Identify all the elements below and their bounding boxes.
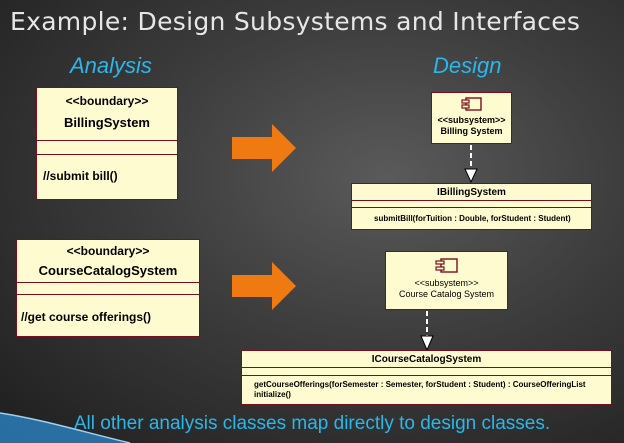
billing-boundary-class[interactable]: <<boundary>> BillingSystem //submit bill… <box>36 87 178 200</box>
icoursecatalogsystem-name: ICourseCatalogSystem <box>371 354 482 365</box>
billing-boundary-name: BillingSystem <box>64 115 150 130</box>
mapping-arrow-billing <box>232 124 296 172</box>
component-icon <box>434 258 458 273</box>
slide-title: Example: Design Subsystems and Interface… <box>10 7 581 36</box>
billing-boundary-operation: //submit bill() <box>43 169 118 183</box>
component-icon <box>460 97 482 111</box>
catalog-boundary-name: CourseCatalogSystem <box>38 263 178 278</box>
realization-arrow-catalog <box>420 311 434 352</box>
icoursecatalogsystem-interface[interactable]: ICourseCatalogSystem getCourseOfferings(… <box>241 350 612 405</box>
billing-subsystem-name: Billing System <box>440 126 503 136</box>
analysis-heading: Analysis <box>70 53 152 78</box>
billing-subsystem[interactable]: <<subsystem>> Billing System <box>431 92 512 144</box>
footer-note: All other analysis classes map directly … <box>73 413 551 434</box>
icoursecatalogsystem-operation-2: initialize() <box>254 390 291 399</box>
ibillingsystem-interface[interactable]: IBillingSystem submitBill(forTuition : D… <box>351 183 592 230</box>
ibillingsystem-operation: submitBill(forTuition : Double, forStude… <box>374 214 571 223</box>
design-heading: Design <box>433 53 502 78</box>
mapping-arrow-catalog <box>232 262 296 310</box>
billing-boundary-stereotype: <<boundary>> <box>65 94 149 108</box>
catalog-boundary-class[interactable]: <<boundary>> CourseCatalogSystem //get c… <box>16 239 200 337</box>
realization-arrow-billing <box>464 145 478 184</box>
catalog-subsystem-name: Course Catalog System <box>398 289 495 299</box>
catalog-subsystem[interactable]: <<subsystem>> Course Catalog System <box>385 251 508 310</box>
catalog-boundary-operation: //get course offerings() <box>21 310 152 324</box>
catalog-subsystem-stereotype: <<subsystem>> <box>414 278 479 288</box>
catalog-boundary-stereotype: <<boundary>> <box>66 244 150 258</box>
decorative-curve <box>0 412 131 443</box>
icoursecatalogsystem-operation-1: getCourseOfferings(forSemester : Semeste… <box>254 380 586 389</box>
ibillingsystem-name: IBillingSystem <box>437 187 506 198</box>
billing-subsystem-stereotype: <<subsystem>> <box>437 115 506 125</box>
